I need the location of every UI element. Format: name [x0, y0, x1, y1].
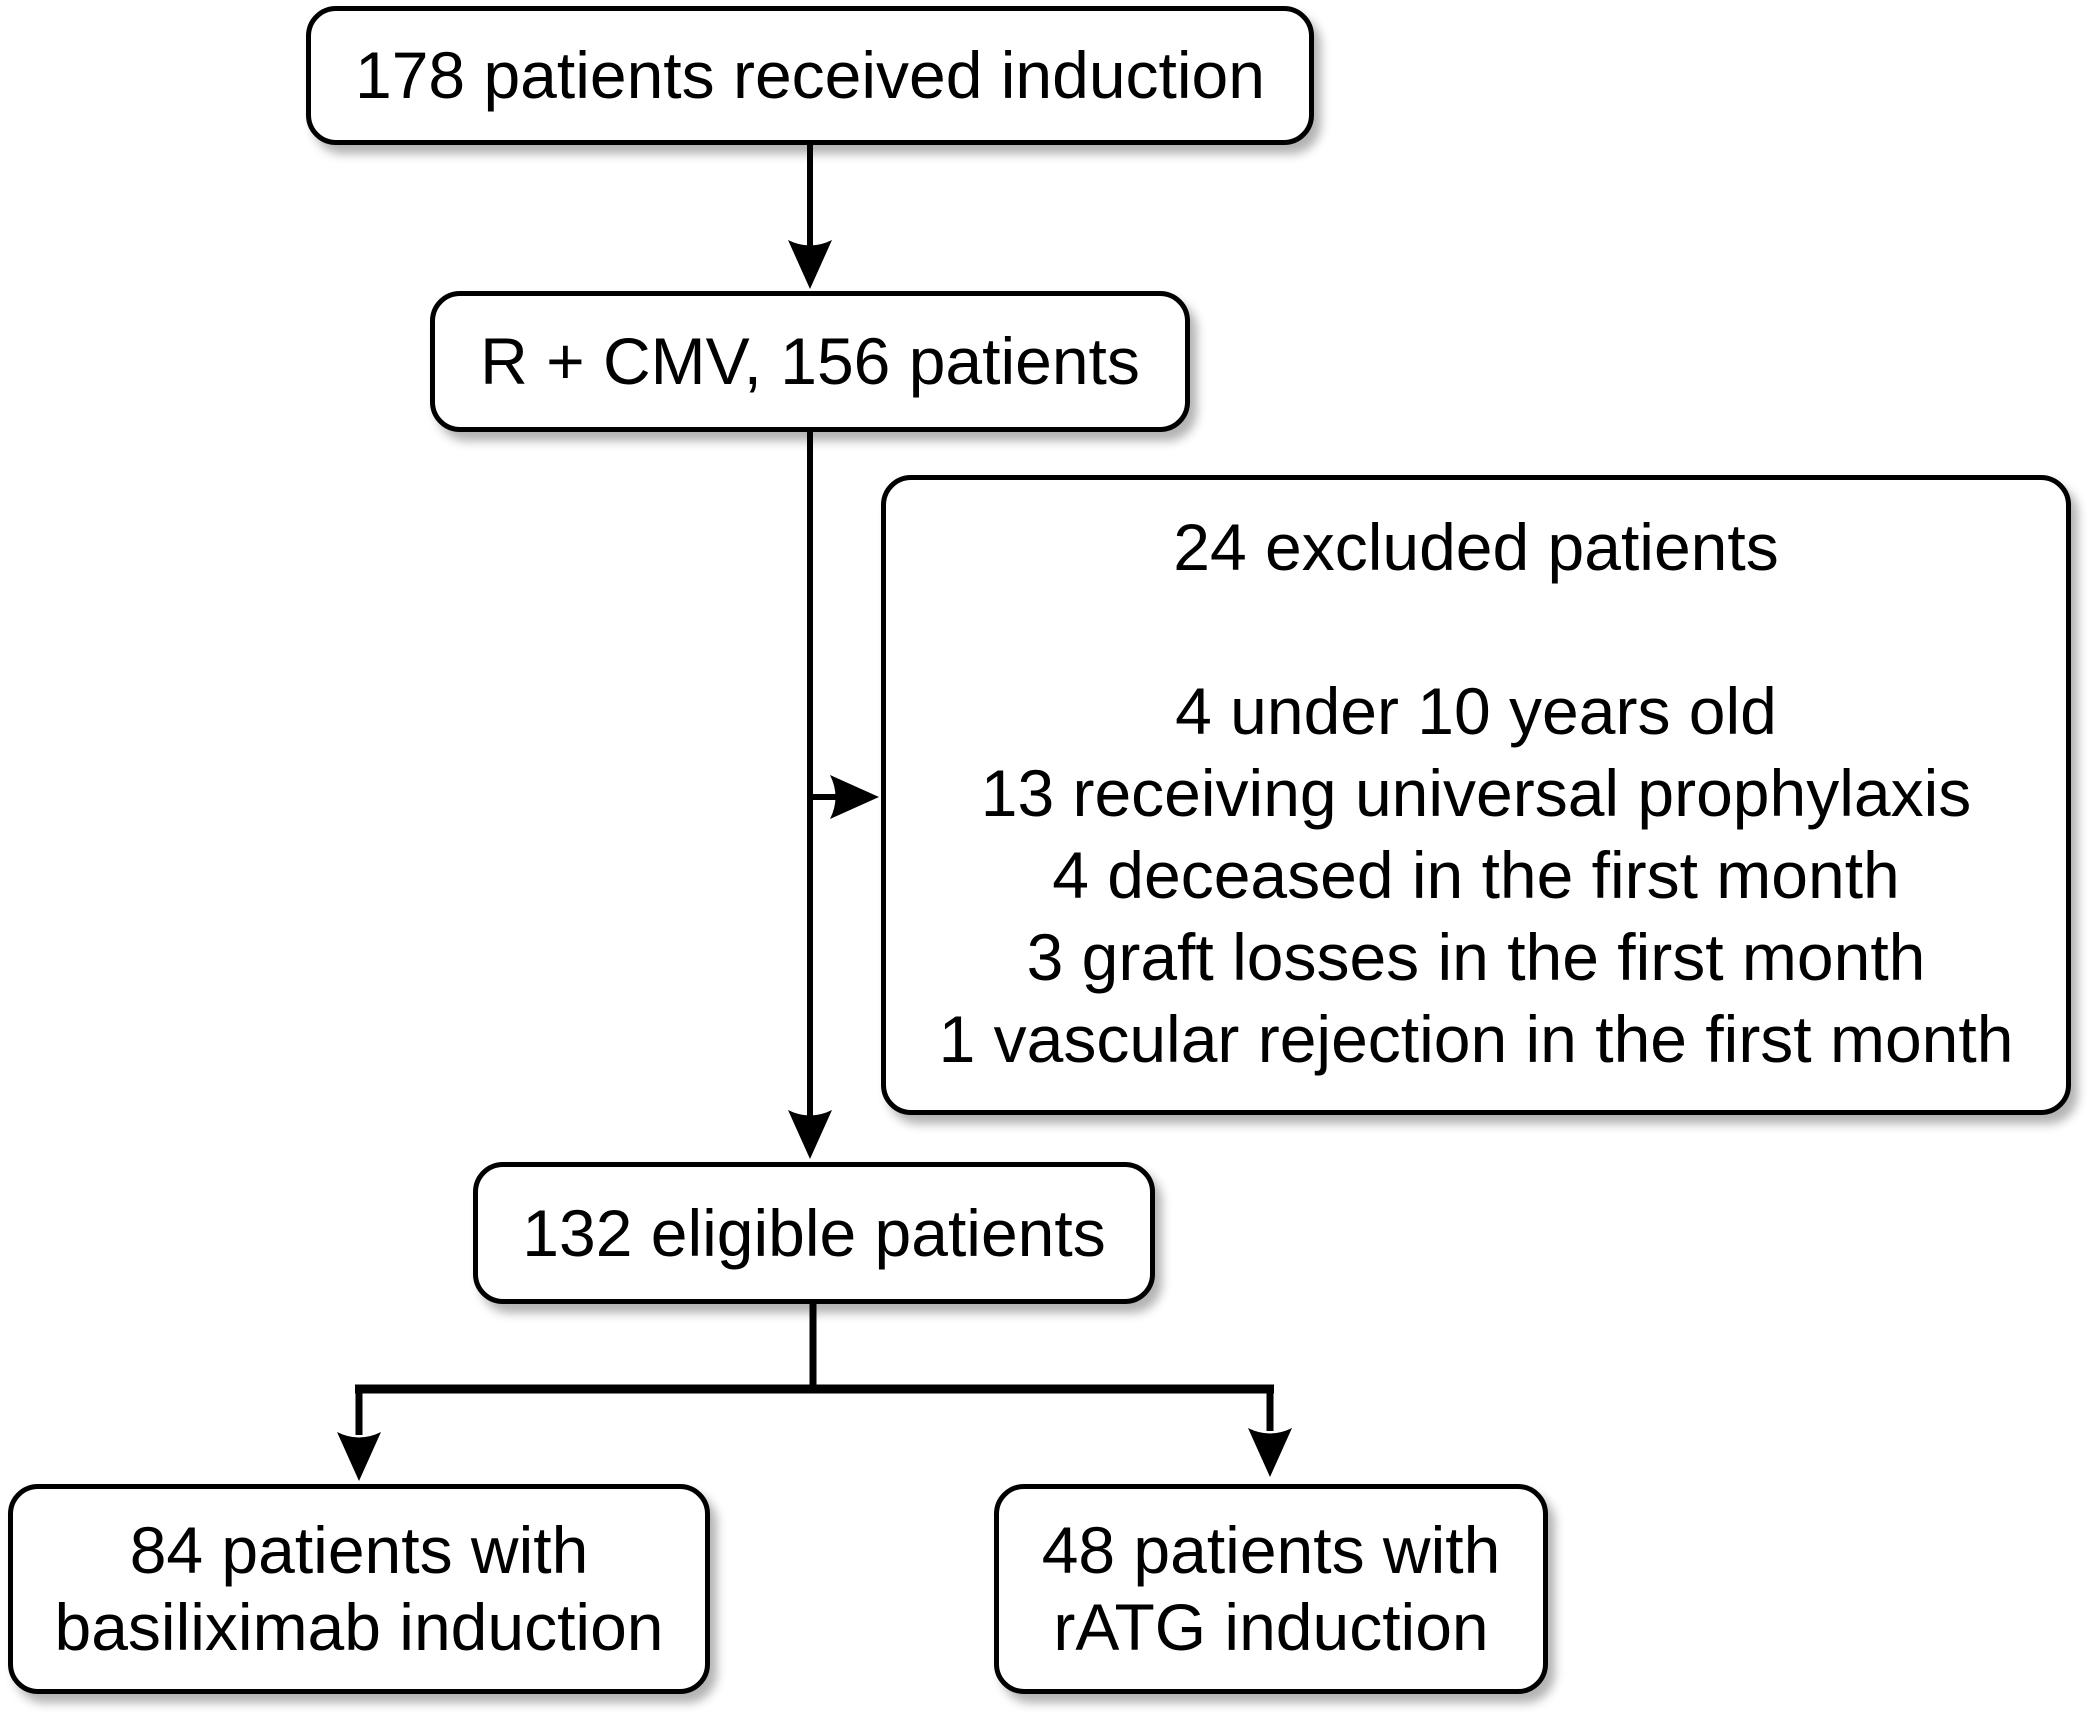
- basiliximab-line2: basiliximab induction: [54, 1590, 664, 1664]
- excluded-item-under-10: 4 under 10 years old: [1175, 674, 1777, 748]
- ratg-line1: 48 patients with: [1041, 1513, 1501, 1587]
- box-eligible-patients: 132 eligible patients: [473, 1162, 1155, 1304]
- excluded-item-deceased: 4 deceased in the first month: [1052, 838, 1900, 912]
- basiliximab-line1: 84 patients with: [129, 1513, 589, 1587]
- arrow-rcmv-to-eligible: [788, 432, 832, 1159]
- box-ratg-group: 48 patients with rATG induction: [994, 1484, 1548, 1694]
- excluded-item-vascular-rejection: 1 vascular rejection in the first month: [938, 1002, 2014, 1076]
- excluded-title: 24 excluded patients: [1173, 510, 1779, 584]
- box-received-induction: 178 patients received induction: [306, 6, 1314, 145]
- excluded-item-graft-losses: 3 graft losses in the first month: [1026, 920, 1926, 994]
- excluded-item-universal-prophylaxis: 13 receiving universal prophylaxis: [980, 756, 1972, 830]
- box-r-cmv-label: R + CMV, 156 patients: [480, 324, 1140, 398]
- box-r-cmv: R + CMV, 156 patients: [430, 291, 1190, 432]
- split-connector: [337, 1304, 1292, 1481]
- ratg-line2: rATG induction: [1053, 1590, 1489, 1664]
- box-received-induction-label: 178 patients received induction: [355, 38, 1265, 112]
- arrow-branch-to-excluded: [810, 775, 879, 819]
- box-excluded-patients: 24 excluded patients 4 under 10 years ol…: [881, 475, 2071, 1115]
- box-eligible-patients-label: 132 eligible patients: [522, 1195, 1106, 1270]
- box-basiliximab-group: 84 patients with basiliximab induction: [8, 1484, 710, 1694]
- arrow-received-to-rcmv: [788, 145, 832, 289]
